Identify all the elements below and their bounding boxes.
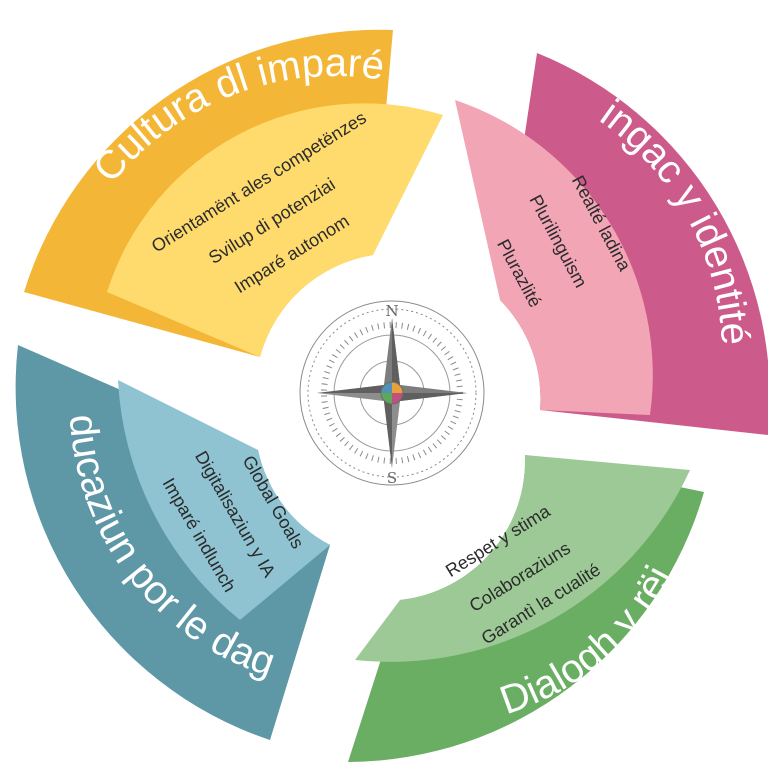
compass-south-label: S [387, 469, 397, 487]
compass-center-icon [380, 381, 404, 405]
quadrant-dialogh-inner-panel [355, 455, 690, 662]
quadrant-cultura: Cultura dl imparé Orientamënt ales compe… [24, 29, 443, 358]
quadrant-educaziun-inner-panel [118, 380, 330, 620]
compass-north-label: N [385, 302, 398, 320]
quadrant-dialogh: Dialogh y rëi Respet y stima Colaboraziu… [348, 455, 704, 762]
quadrant-cultura-inner-panel [107, 103, 443, 357]
quadrant-lingac-inner-panel [455, 100, 653, 415]
compass-rose-icon: N S [284, 285, 500, 501]
